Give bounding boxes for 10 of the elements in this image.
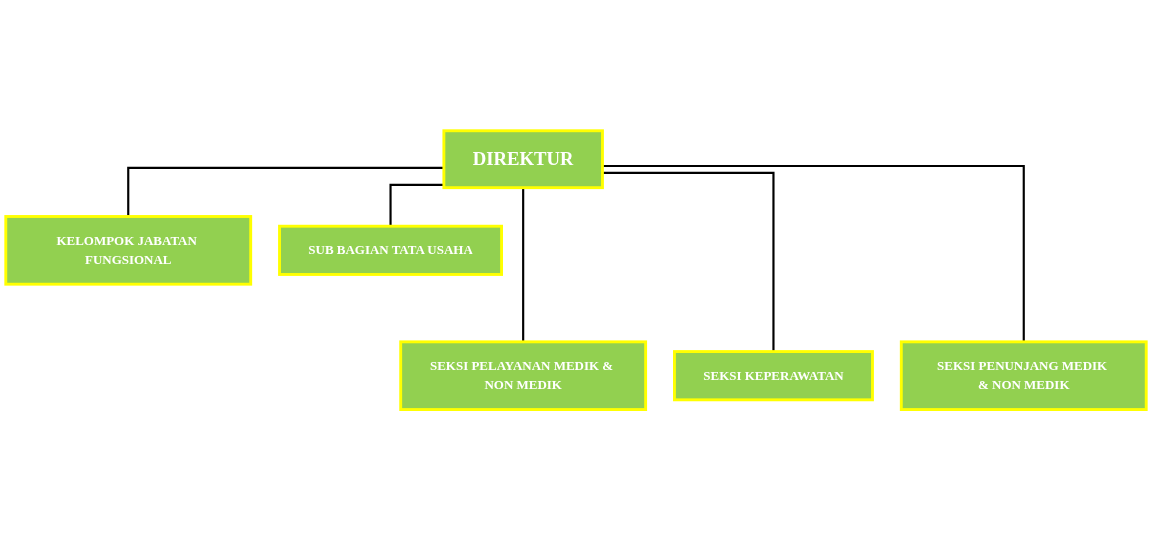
connector (602, 171, 775, 352)
node-box: SEKSI PENUNJANG MEDIK & NON MEDIK (899, 340, 1148, 411)
node-box: SEKSI PELAYANAN MEDIK & NON MEDIK (399, 340, 648, 411)
connector (127, 166, 444, 217)
connector (389, 183, 444, 227)
node-box: SUB BAGIAN TATA USAHA (278, 224, 503, 276)
connector (602, 164, 1025, 342)
node-box: SEKSI KEPERAWATAN (673, 349, 874, 402)
node-box: DIREKTUR (442, 129, 604, 189)
node-box: KELOMPOK JABATAN FUNGSIONAL (4, 214, 253, 286)
